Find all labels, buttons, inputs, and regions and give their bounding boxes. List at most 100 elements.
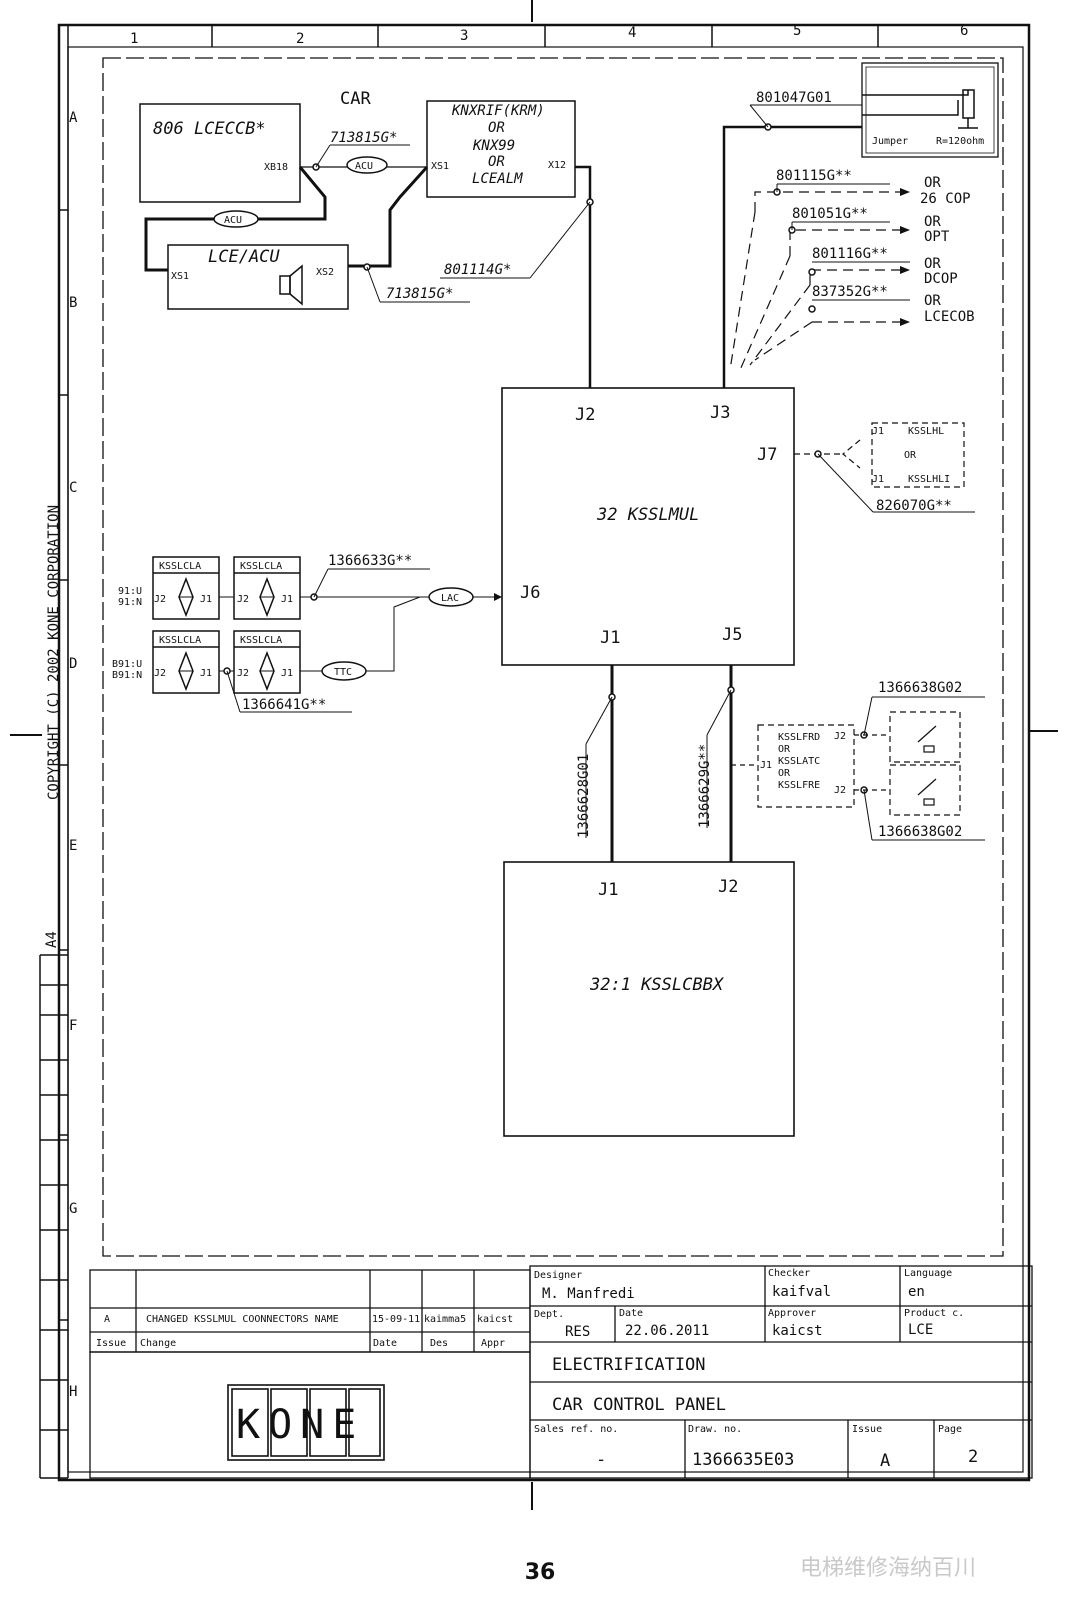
lceccb-box (139, 103, 301, 203)
ksslhl-bottom: KSSLHLI (908, 474, 950, 485)
option-cable: 801116G** (812, 246, 888, 262)
ksslmul-title: 32 KSSLMUL (596, 505, 699, 525)
ksslmul-box (501, 387, 795, 666)
ksslcla-j1: J1 (200, 594, 212, 605)
row-label: C (69, 480, 77, 496)
ksslmul-j3: J3 (710, 403, 730, 423)
lce-acu-box (167, 244, 349, 310)
watermark: 电梯维修海纳百川 (800, 1556, 977, 1581)
cable-1366638-bottom: 1366638G02 (878, 824, 962, 840)
product-label: Product c. (904, 1308, 964, 1319)
rev-appr: kaicst (477, 1314, 513, 1325)
product-value: LCE (908, 1322, 933, 1338)
lceccb-title: 806 LCECCB* (153, 119, 266, 139)
ttc-connector: TTC (321, 661, 367, 681)
ksslcla-j2: J2 (237, 594, 249, 605)
acu-upper-label: ACU (355, 161, 373, 172)
row-label: F (69, 1018, 77, 1034)
dept-value: RES (565, 1324, 590, 1340)
rev-issue: A (104, 1314, 110, 1325)
date-value: 22.06.2011 (625, 1323, 709, 1339)
cable-801047: 801047G01 (756, 90, 832, 106)
kone-logo-text: KONE (236, 1402, 364, 1448)
ksslfrd-line: KSSLATC (778, 756, 820, 767)
ksslcla-j1: J1 (281, 668, 293, 679)
rev-header-appr: Appr (481, 1338, 505, 1349)
row-label: A (69, 110, 78, 126)
resistor-label: R=120ohm (936, 136, 984, 147)
row-label: G (69, 1201, 77, 1217)
ksslmul-j2: J2 (575, 405, 595, 425)
row-label: E (69, 838, 77, 854)
designer-value: M. Manfredi (542, 1286, 635, 1302)
ksslhl-box (871, 422, 965, 488)
column-label: 2 (296, 31, 304, 47)
knxrif-port-right: X12 (548, 160, 566, 171)
cable-713815-bottom: 713815G* (386, 286, 453, 302)
cable-826070: 826070G** (876, 498, 952, 514)
cable-713815-top: 713815G* (330, 130, 397, 146)
sales-value: - (596, 1450, 606, 1470)
draw-value: 1366635E03 (692, 1450, 794, 1470)
ksslfrd-j1: J1 (760, 760, 772, 771)
column-label: 6 (960, 23, 968, 39)
checker-label: Checker (768, 1268, 810, 1279)
ksslcla-j2: J2 (154, 594, 166, 605)
row-label: B (69, 295, 77, 311)
ksslcbbx-j1: J1 (598, 880, 618, 900)
paper-size: A4 (44, 931, 60, 948)
ksslcla-row-label: 91:U (118, 586, 142, 597)
ksslfrd-j2-top: J2 (834, 731, 846, 742)
ksslhl-top: KSSLHL (908, 426, 944, 437)
knxrif-line: KNXRIF(KRM) (451, 103, 545, 119)
ksslcla-j1: J1 (200, 668, 212, 679)
ksslcla-j2: J2 (154, 668, 166, 679)
ttc-label: TTC (334, 667, 352, 678)
row-label: D (69, 656, 77, 672)
language-label: Language (904, 1268, 952, 1279)
option-cable: 801051G** (792, 206, 868, 222)
option-or: OR (924, 256, 941, 272)
ksslhl-j1-bottom: J1 (872, 474, 884, 485)
car-label: CAR (340, 89, 371, 109)
ksslfrd-line: OR (778, 744, 791, 755)
approver-value: kaicst (772, 1323, 823, 1339)
dept-label: Dept. (534, 1309, 564, 1320)
page-number: 36 (524, 1560, 556, 1585)
ksslcla-j1: J1 (281, 594, 293, 605)
lac-label: LAC (441, 593, 459, 604)
cable-1366641: 1366641G** (242, 697, 326, 713)
knxrif-line: LCEALM (472, 171, 523, 187)
speaker-icon (279, 264, 303, 306)
copyright-text: COPYRIGHT (C) 2002 KONE CORPORATION (46, 505, 62, 800)
option-cable: 837352G** (812, 284, 888, 300)
lce-acu-port-left: XS1 (171, 271, 189, 282)
ksslcla-title: KSSLCLA (159, 561, 201, 572)
ksslhl-or: OR (904, 450, 917, 461)
ksslcbbx-box (503, 861, 795, 1137)
option-name: LCECOB (924, 309, 975, 325)
ksslcla-row-label: 91:N (118, 597, 142, 608)
lce-acu-port-right: XS2 (316, 267, 334, 278)
knxrif-line: OR (488, 120, 505, 136)
ksslcla-j2: J2 (237, 668, 249, 679)
ksslmul-j5: J5 (722, 625, 742, 645)
knxrif-box (426, 100, 576, 198)
language-value: en (908, 1284, 925, 1300)
cable-1366638-top: 1366638G02 (878, 680, 962, 696)
rev-date: 15-09-11 (372, 1314, 420, 1325)
drawing-frame (39, 23, 1031, 1482)
knxrif-line: KNX99 (472, 138, 515, 154)
column-label: 5 (793, 23, 801, 39)
ksslfrd-line: KSSLFRD (778, 732, 820, 743)
ksslcla-title: KSSLCLA (159, 635, 201, 646)
date-label: Date (619, 1308, 643, 1319)
approver-label: Approver (768, 1308, 816, 1319)
lce-acu-title: LCE/ACU (208, 247, 280, 267)
ksslcbbx-j2: J2 (718, 877, 738, 897)
jumper-label: Jumper (872, 136, 908, 147)
ksslcla-row-label: B91:N (112, 670, 142, 681)
knxrif-line: OR (488, 154, 505, 170)
car-boundary (102, 57, 1004, 1257)
